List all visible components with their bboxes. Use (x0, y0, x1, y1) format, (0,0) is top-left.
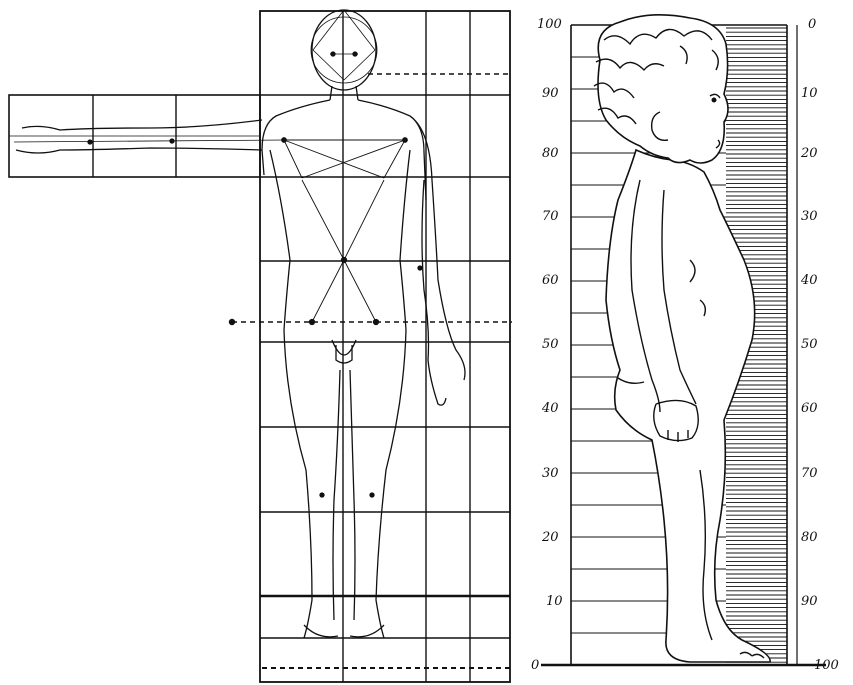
left-scale-label: 100 (537, 17, 562, 32)
adult-grid (9, 11, 512, 682)
right-scale-label: 20 (800, 146, 818, 161)
right-scale-label: 60 (801, 401, 818, 416)
right-scale-label: 10 (801, 86, 818, 101)
right-scale-label: 80 (801, 530, 818, 545)
right-scale-label: 0 (808, 17, 816, 32)
left-scale-label: 10 (546, 594, 563, 609)
right-scale-label: 40 (800, 273, 818, 288)
right-scale-label: 90 (801, 594, 818, 609)
left-scale-label: 30 (542, 466, 559, 481)
right-scale-label: 30 (801, 209, 818, 224)
right-scale-label: 70 (801, 466, 818, 481)
adult-figure-outline (14, 10, 465, 638)
right-scale-label: 100 (814, 658, 839, 673)
left-scale-label: 20 (541, 530, 559, 545)
right-height-scale: 0 10 20 30 40 50 60 70 80 90 100 (800, 17, 839, 673)
left-scale-label: 50 (542, 337, 559, 352)
left-scale-label: 80 (542, 146, 559, 161)
left-scale-label: 40 (541, 401, 559, 416)
right-scale-label: 50 (801, 337, 818, 352)
left-scale-label: 0 (531, 658, 539, 673)
left-scale-label: 90 (542, 86, 559, 101)
left-scale-label: 70 (542, 209, 559, 224)
left-height-scale: 100 90 80 70 60 50 40 30 20 10 0 (531, 17, 563, 673)
child-height-chart: 100 90 80 70 60 50 40 30 20 10 0 0 10 20… (531, 15, 839, 673)
left-scale-label: 60 (542, 273, 559, 288)
adult-proportion-figure (9, 10, 512, 682)
